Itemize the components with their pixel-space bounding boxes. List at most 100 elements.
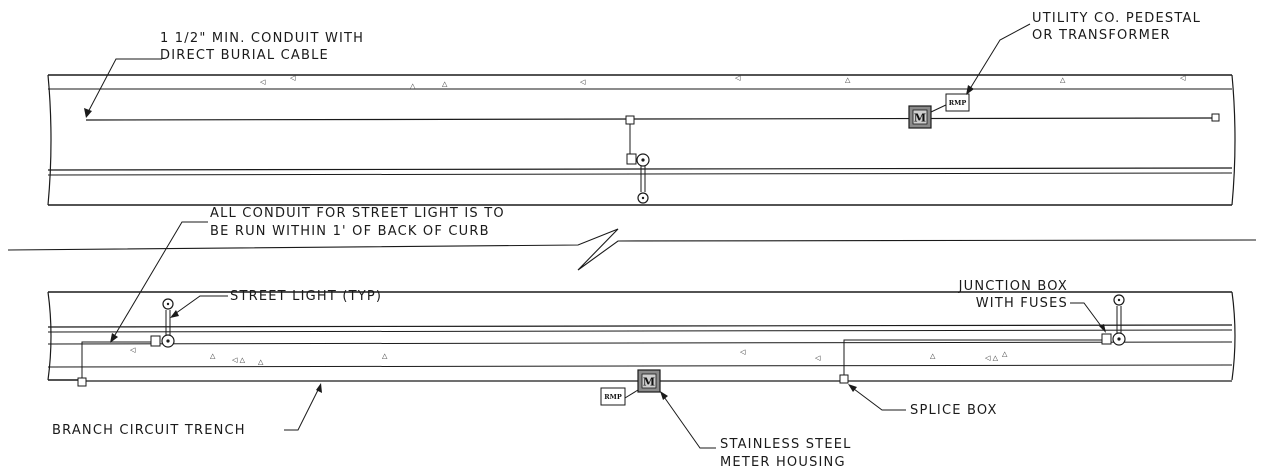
aggregate-mark: ◁ △ [985, 354, 999, 362]
callout-labels: 1 1/2" MIN. CONDUIT WITH DIRECT BURIAL C… [52, 11, 1201, 470]
aggregate-mark: ◁ [290, 74, 296, 82]
upper-conduit-end-box [1211, 113, 1220, 122]
break-zigzag-mask [570, 232, 630, 270]
meter-to-pedestal-link [930, 103, 949, 113]
upper-street-light [626, 153, 650, 204]
junction-label-line-1: JUNCTION BOX [958, 279, 1068, 294]
aggregate-mark: △ [930, 352, 936, 360]
curb-callout-arrowhead [110, 333, 118, 343]
break-line [7, 228, 1257, 271]
aggregate-mark: ◁ [580, 78, 586, 86]
lower-meter-inner [641, 373, 657, 389]
utility-label-line-2: OR TRANSFORMER [1032, 28, 1171, 43]
upper-light-pole-center [641, 158, 645, 162]
aggregate-mark: △ [382, 352, 388, 360]
lower-road-section: ◁ △ ◁ △ △ △ ◁ ◁ △ ◁ △ △ [47, 291, 1236, 406]
upper-meter-housing: M [908, 105, 932, 129]
left-branch-conduit [81, 341, 152, 378]
lower-aggregate-marks: ◁ △ ◁ △ △ △ ◁ ◁ △ ◁ △ △ [130, 346, 1008, 366]
upper-meter-tag: M [914, 112, 926, 125]
lower-left-light-pole-center [166, 339, 170, 343]
utility-callout-leader [967, 23, 1031, 93]
aggregate-mark: ◁ [1180, 74, 1186, 82]
meter-callout-leader [661, 393, 716, 449]
lower-sidewalk-line-1 [47, 341, 1233, 345]
curb-label-line-2: BE RUN WITHIN 1' OF BACK OF CURB [210, 224, 490, 239]
branch-trench-callout-arrowhead [316, 383, 322, 393]
splice-box-label: SPLICE BOX [910, 403, 998, 418]
pedestal-tag: RMP [949, 99, 967, 107]
upper-curb-line-2 [47, 172, 1233, 176]
lower-meter-housing: M [637, 369, 661, 393]
street-light-callout-leader [171, 295, 228, 317]
conduit-callout-arrowhead [84, 108, 92, 118]
aggregate-mark: ◁ △ [232, 356, 246, 364]
lower-pedestal-box [600, 387, 626, 406]
conduit-callout-leader [85, 58, 162, 117]
upper-curb-line-1 [47, 167, 1233, 171]
pedestal-box [945, 93, 970, 112]
street-light-callout-arrowhead [170, 310, 179, 318]
lower-pedestal-tag: RMP [604, 393, 622, 401]
aggregate-mark: △ [442, 80, 448, 88]
lower-left-light-junction-box [150, 335, 161, 347]
upper-tee-box [625, 115, 635, 125]
splice-callout-arrowhead [848, 384, 857, 392]
lower-right-light-luminaire-dot [1117, 298, 1121, 302]
utility-label-line-1: UTILITY CO. PEDESTAL [1032, 11, 1201, 26]
meter-label-line-2: METER HOUSING [720, 455, 846, 470]
lower-left-street-light [150, 298, 175, 348]
utility-pedestal: RMP [945, 93, 970, 112]
right-branch-conduit [843, 339, 1102, 375]
aggregate-mark: ◁ [735, 74, 741, 82]
aggregate-mark: ◁ [260, 78, 266, 86]
junction-callout-arrowhead [1099, 324, 1106, 333]
callout-leaders [84, 23, 1106, 449]
upper-aggregate-marks: ◁ ◁ △ △ ◁ ◁ △ △ ◁ [260, 74, 1186, 90]
street-light-label: STREET LIGHT (TYP) [230, 289, 382, 304]
upper-road-section: ◁ ◁ △ △ ◁ ◁ △ △ ◁ M [47, 74, 1236, 206]
junction-callout-leader [1070, 302, 1105, 331]
junction-label-line-2: WITH FUSES [976, 296, 1068, 311]
splice-callout-leader [849, 385, 906, 411]
branch-trench-callout-leader [284, 385, 321, 431]
aggregate-mark: ◁ [130, 346, 136, 354]
splice-box-symbol [839, 374, 849, 384]
meter-to-lower-pedestal-link [624, 389, 639, 399]
aggregate-mark: ◁ [815, 354, 821, 362]
upper-main-conduit-line [85, 117, 1213, 121]
lower-curb-line-1 [47, 324, 1233, 328]
branch-trench-label: BRANCH CIRCUIT TRENCH [52, 423, 246, 438]
utility-callout-arrowhead [966, 85, 974, 95]
meter-label-line-1: STAINLESS STEEL [720, 437, 852, 452]
lower-utility-pedestal: RMP [600, 387, 626, 406]
lower-sidewalk-line-2 [47, 364, 1233, 368]
conduit-label-line-2: DIRECT BURIAL CABLE [160, 48, 329, 63]
lower-right-light-pole-center [1117, 337, 1121, 341]
aggregate-mark: △ [410, 82, 416, 90]
lower-right-street-light [1101, 294, 1126, 346]
conduit-label-line-1: 1 1/2" MIN. CONDUIT WITH [160, 31, 364, 46]
upper-meter-inner [912, 109, 928, 125]
lower-left-light-luminaire-dot [166, 302, 170, 306]
curb-callout-leader [111, 221, 208, 341]
aggregate-mark: △ [1060, 76, 1066, 84]
upper-light-junction-box [626, 153, 637, 165]
lower-curb-line-2 [47, 329, 1233, 333]
aggregate-mark: △ [1002, 350, 1008, 358]
meter-callout-arrowhead [660, 391, 668, 400]
aggregate-mark: △ [258, 358, 264, 366]
left-pull-box [77, 377, 87, 387]
aggregate-mark: △ [210, 352, 216, 360]
upper-light-luminaire-dot [641, 196, 645, 200]
lower-left-break-edge [47, 291, 52, 381]
lower-right-break-edge [1231, 291, 1236, 381]
aggregate-mark: ◁ [740, 348, 746, 356]
junction-box-with-fuses-symbol [1101, 333, 1112, 345]
aggregate-mark: △ [845, 76, 851, 84]
curb-label-line-1: ALL CONDUIT FOR STREET LIGHT IS TO [210, 206, 505, 221]
upper-left-break-edge [47, 74, 52, 206]
upper-right-break-edge [1231, 74, 1236, 206]
